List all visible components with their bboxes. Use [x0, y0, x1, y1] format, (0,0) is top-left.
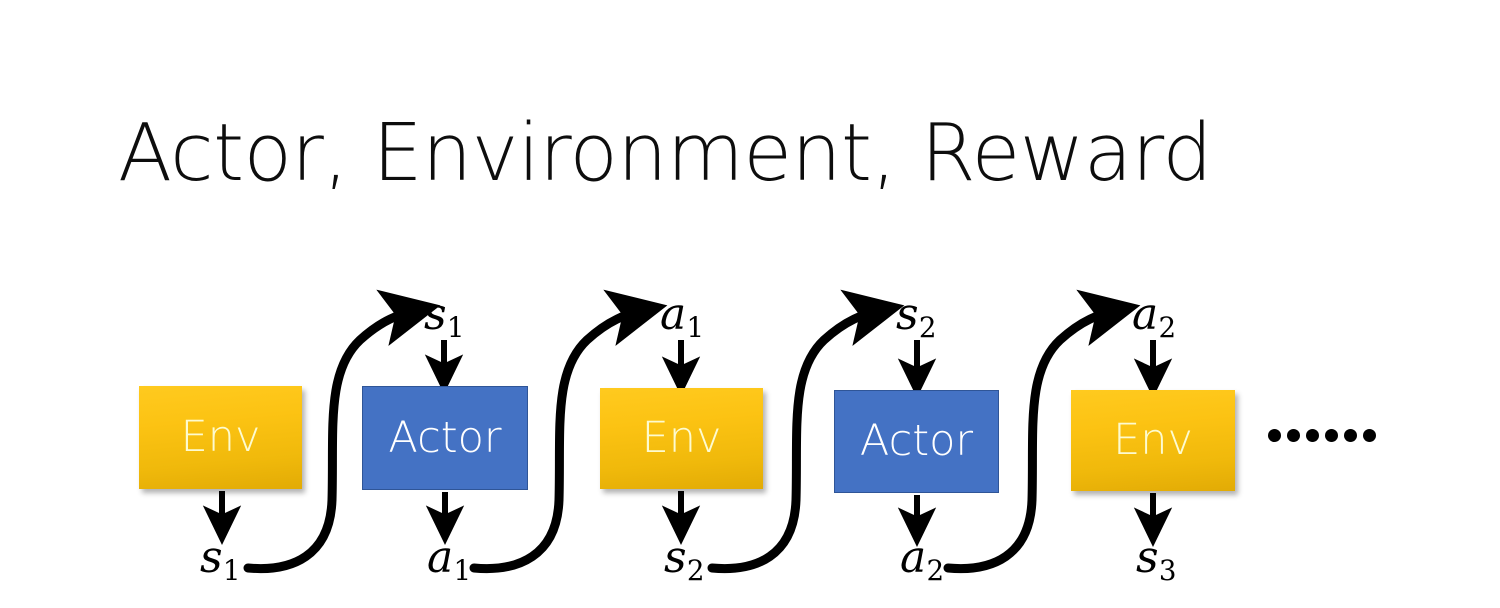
ellipsis-dot: [1287, 429, 1300, 442]
label-subscript: 1: [446, 311, 465, 345]
page-title: Actor, Environment, Reward: [118, 107, 1212, 199]
label-base: a: [900, 532, 927, 583]
label-base: s: [896, 289, 919, 340]
label-base: s: [664, 532, 687, 583]
ellipsis-dot: [1325, 429, 1338, 442]
label-action-a1-top: a1: [660, 293, 704, 342]
label-subscript: 2: [918, 311, 937, 345]
label-subscript: 2: [926, 554, 945, 588]
node-actor-2[interactable]: Actor: [834, 390, 999, 493]
node-label: Env: [1113, 415, 1193, 465]
label-state-s1-top: s1: [424, 293, 465, 342]
label-subscript: 1: [453, 554, 472, 588]
label-base: a: [1132, 289, 1159, 340]
label-subscript: 1: [686, 311, 705, 345]
label-state-s2-top: s2: [896, 293, 937, 342]
label-subscript: 1: [222, 554, 241, 588]
ellipsis-dot: [1268, 429, 1281, 442]
label-subscript: 2: [1158, 311, 1177, 345]
ellipsis-dot: [1344, 429, 1357, 442]
label-base: s: [200, 532, 223, 583]
label-subscript: 2: [686, 554, 705, 588]
node-actor-1[interactable]: Actor: [362, 386, 528, 490]
ellipsis-continuation: [1268, 429, 1376, 442]
node-label: Env: [641, 413, 722, 463]
node-env-1[interactable]: Env: [139, 386, 302, 489]
node-label: Env: [180, 412, 261, 462]
label-action-a2-bottom: a2: [900, 536, 944, 585]
label-state-s3-bottom: s3: [1136, 536, 1177, 585]
label-base: s: [424, 289, 447, 340]
label-action-a1-bottom: a1: [427, 536, 471, 585]
label-action-a2-top: a2: [1132, 293, 1176, 342]
label-base: s: [1136, 532, 1159, 583]
ellipsis-dot: [1306, 429, 1319, 442]
node-label: Actor: [859, 416, 974, 466]
node-label: Actor: [388, 412, 502, 463]
label-base: a: [660, 289, 687, 340]
node-env-2[interactable]: Env: [600, 388, 763, 489]
ellipsis-dot: [1363, 429, 1376, 442]
label-state-s2-bottom: s2: [664, 536, 705, 585]
label-base: a: [427, 532, 454, 583]
node-env-3[interactable]: Env: [1071, 390, 1235, 491]
label-state-s1-bottom: s1: [200, 536, 241, 585]
label-subscript: 3: [1158, 554, 1177, 588]
